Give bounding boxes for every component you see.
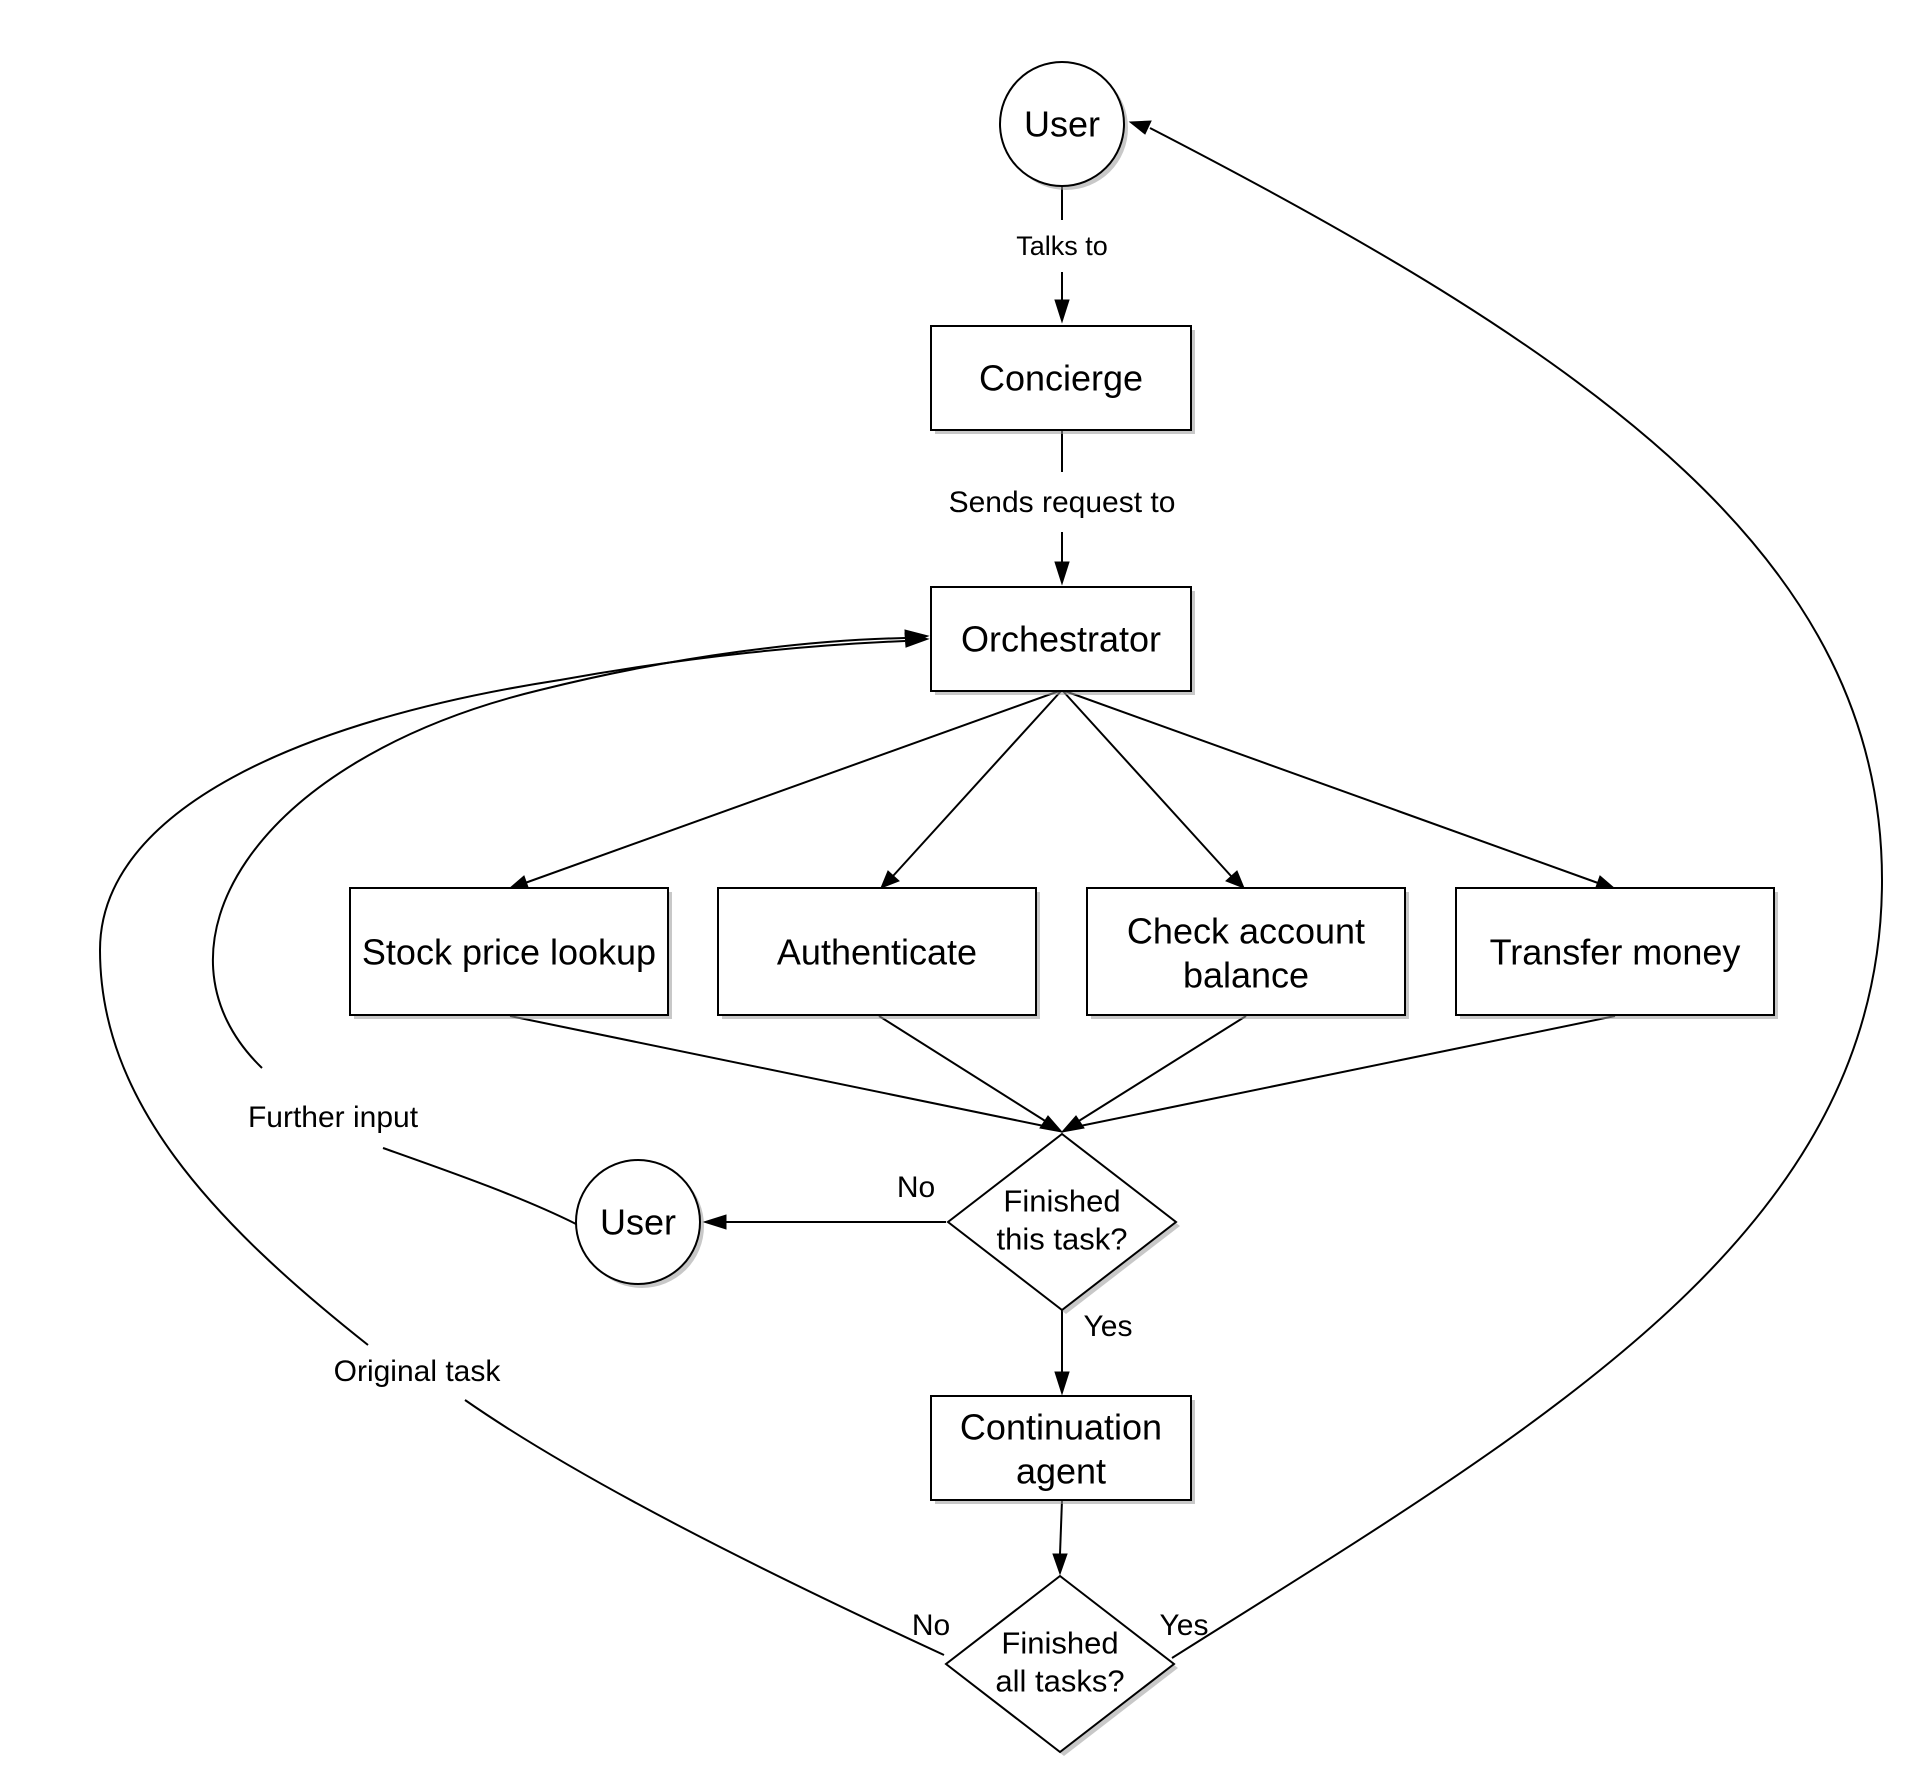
- node-check-account-balance: Check account balance: [1086, 887, 1409, 1019]
- arrowhead-balance: [1225, 870, 1245, 889]
- node-user-middle-circle: [575, 1159, 701, 1285]
- edge-all-done-to-user-top: [1149, 127, 1884, 1659]
- arrowhead-user-top: [1128, 120, 1152, 135]
- arrowhead-original-task: [904, 632, 930, 648]
- node-finished-all-tasks-diamond: [944, 1574, 1176, 1754]
- node-authenticate-label: Authenticate: [777, 932, 977, 973]
- node-orchestrator-label: Orchestrator: [961, 619, 1161, 660]
- node-finished-this-task-label-line1: Finished: [1003, 1184, 1120, 1219]
- node-transfer-money: Transfer money: [1455, 887, 1778, 1019]
- arrowhead-user-middle: [702, 1214, 727, 1230]
- node-transfer-money-label: Transfer money: [1490, 932, 1741, 973]
- node-orchestrator: Orchestrator: [930, 586, 1195, 695]
- edge-label-no-all-tasks: No: [912, 1609, 950, 1642]
- node-stock-price-lookup-box: [349, 887, 669, 1016]
- edge-further-input-lower: [382, 1147, 577, 1225]
- edge-stock-to-decision: [509, 1015, 1045, 1127]
- edge-original-task-lower: [464, 1399, 945, 1656]
- node-check-account-balance-box: [1086, 887, 1406, 1016]
- node-user-middle-label: User: [600, 1202, 676, 1243]
- edge-authenticate-to-decision: [878, 1015, 1051, 1125]
- edge-labels: Talks to Sends request to Further input …: [248, 231, 1209, 1642]
- node-orchestrator-box: [930, 586, 1192, 692]
- arrowhead-continuation: [1054, 1371, 1070, 1396]
- node-concierge: Concierge: [930, 325, 1195, 434]
- edge-continuation-to-final-decision: [1059, 1499, 1063, 1555]
- node-user-top-label: User: [1024, 104, 1100, 145]
- node-user-middle: User: [575, 1159, 704, 1288]
- node-check-account-balance-label-line1: Check account: [1127, 911, 1365, 952]
- edge-label-further-input: Further input: [248, 1101, 419, 1134]
- node-finished-all-tasks: Finished all tasks?: [944, 1574, 1178, 1756]
- node-finished-all-tasks-label-line2: all tasks?: [995, 1664, 1124, 1699]
- arrowhead-decision-top-right: [1060, 1115, 1085, 1133]
- edges: [98, 120, 1884, 1659]
- edge-orchestrator-to-authenticate: [892, 689, 1063, 877]
- node-transfer-money-box: [1455, 887, 1775, 1016]
- edge-label-sends-request-to: Sends request to: [949, 486, 1176, 519]
- arrowhead-authenticate: [880, 870, 900, 889]
- node-finished-this-task-label-line2: this task?: [997, 1222, 1128, 1257]
- edge-label-yes-this-task: Yes: [1084, 1310, 1133, 1343]
- edge-label-no-this-task: No: [897, 1171, 935, 1204]
- node-stock-price-lookup-label: Stock price lookup: [362, 932, 656, 973]
- node-continuation-agent: Continuation agent: [930, 1395, 1195, 1504]
- edge-balance-to-decision: [1073, 1015, 1247, 1125]
- node-continuation-agent-label-line1: Continuation: [960, 1407, 1162, 1448]
- node-concierge-box: [930, 325, 1192, 431]
- edge-label-original-task: Original task: [334, 1355, 502, 1388]
- node-check-account-balance-label-line2: balance: [1183, 955, 1309, 996]
- node-stock-price-lookup: Stock price lookup: [349, 887, 672, 1019]
- arrowhead-decision-top-left: [1039, 1115, 1064, 1133]
- node-concierge-label: Concierge: [979, 358, 1143, 399]
- node-user-top: User: [999, 61, 1128, 190]
- node-continuation-agent-box: [930, 1395, 1192, 1501]
- arrowhead-orchestrator-top: [1054, 561, 1070, 586]
- edge-further-input-upper: [211, 637, 906, 1069]
- node-user-top-circle: [999, 61, 1125, 187]
- edge-label-talks-to: Talks to: [1016, 231, 1108, 261]
- node-continuation-agent-label-line2: agent: [1016, 1451, 1106, 1492]
- arrowhead-final-decision: [1052, 1553, 1068, 1576]
- edge-transfer-to-decision: [1079, 1015, 1616, 1127]
- edge-orchestrator-to-transfer: [1061, 689, 1599, 884]
- node-finished-this-task: Finished this task?: [946, 1132, 1180, 1314]
- node-authenticate-box: [717, 887, 1037, 1016]
- node-finished-all-tasks-label-line1: Finished: [1001, 1626, 1118, 1661]
- edge-label-yes-all-tasks: Yes: [1160, 1609, 1209, 1642]
- edge-orchestrator-to-balance: [1061, 689, 1232, 877]
- arrowhead-concierge: [1054, 299, 1070, 324]
- edge-orchestrator-to-stock: [524, 689, 1063, 884]
- node-finished-this-task-diamond: [946, 1132, 1178, 1312]
- node-authenticate: Authenticate: [717, 887, 1040, 1019]
- edge-original-task-upper: [98, 640, 906, 1346]
